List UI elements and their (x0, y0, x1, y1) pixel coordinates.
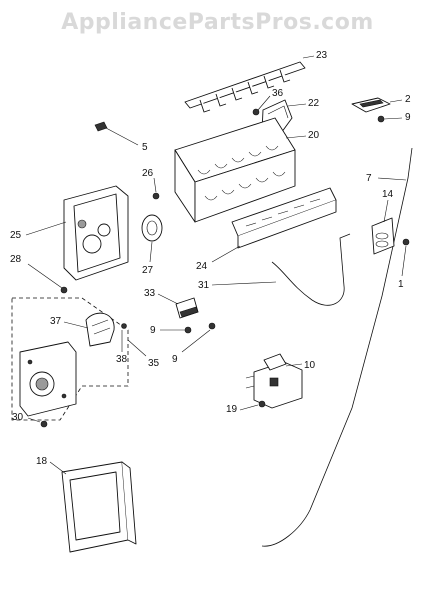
callout-18: 18 (36, 456, 67, 475)
svg-text:37: 37 (50, 316, 62, 327)
callout-27: 27 (142, 241, 154, 276)
svg-text:9: 9 (405, 112, 411, 123)
svg-text:7: 7 (366, 173, 372, 184)
part-5-bracket[interactable] (94, 121, 108, 132)
svg-text:19: 19 (226, 404, 238, 415)
callout-1: 1 (398, 245, 407, 290)
svg-text:31: 31 (198, 280, 210, 291)
callout-33: 33 (144, 288, 179, 305)
callout-14: 14 (382, 189, 394, 223)
part-9-screw-top[interactable] (377, 115, 385, 123)
part-9-screw-left[interactable] (184, 326, 192, 334)
callout-9-right: 9 (172, 329, 211, 365)
svg-text:26: 26 (142, 168, 154, 179)
svg-text:9: 9 (172, 354, 178, 365)
part-28-screw[interactable] (60, 286, 68, 294)
svg-text:30: 30 (12, 412, 24, 423)
svg-text:33: 33 (144, 288, 156, 299)
part-14-clip[interactable] (371, 217, 395, 255)
part-31-shutoff-arm[interactable] (271, 233, 351, 306)
svg-text:9: 9 (150, 325, 156, 336)
callout-5: 5 (105, 127, 148, 153)
svg-text:5: 5 (142, 142, 148, 153)
part-19-screw[interactable] (258, 400, 266, 408)
part-7-wire[interactable] (261, 147, 413, 547)
svg-text:24: 24 (196, 261, 208, 272)
svg-text:36: 36 (272, 88, 284, 99)
part-24-stripper[interactable] (231, 187, 337, 249)
svg-text:38: 38 (116, 354, 128, 365)
callout-24: 24 (196, 245, 241, 272)
callout-37: 37 (50, 316, 89, 329)
callout-35: 35 (127, 339, 160, 369)
part-9-screw-right[interactable] (208, 322, 216, 330)
callout-9-left: 9 (150, 325, 185, 336)
callout-19: 19 (226, 404, 259, 415)
callout-25: 25 (10, 221, 67, 241)
callout-36: 36 (257, 88, 284, 111)
part-36-screw[interactable] (252, 108, 260, 116)
part-23-ejector[interactable] (184, 61, 306, 113)
part-37-motor[interactable] (85, 312, 115, 347)
part-25-housing[interactable] (63, 185, 129, 281)
part-1-screw[interactable] (402, 238, 410, 246)
part-26-screw[interactable] (152, 192, 160, 200)
part-10-switch[interactable] (245, 353, 303, 409)
part-33-bracket[interactable] (175, 297, 199, 319)
part-18-pad[interactable] (61, 461, 137, 553)
callout-10: 10 (285, 360, 316, 371)
dashed-group-outline (11, 297, 129, 421)
callout-30: 30 (12, 412, 41, 423)
svg-text:28: 28 (10, 254, 22, 265)
callout-20: 20 (285, 130, 320, 141)
part-2-clip[interactable] (351, 97, 391, 113)
callout-28: 28 (10, 254, 63, 289)
svg-text:1: 1 (398, 279, 404, 290)
part-27-cap[interactable] (141, 214, 163, 242)
svg-text:20: 20 (308, 130, 320, 141)
svg-text:14: 14 (382, 189, 394, 200)
svg-text:10: 10 (304, 360, 316, 371)
svg-text:27: 27 (142, 265, 154, 276)
svg-text:25: 25 (10, 230, 22, 241)
callout-38: 38 (116, 330, 128, 365)
callout-2: 2 (389, 94, 411, 105)
callout-23: 23 (302, 50, 328, 61)
svg-text:18: 18 (36, 456, 48, 467)
svg-text:22: 22 (308, 98, 320, 109)
svg-text:35: 35 (148, 358, 160, 369)
callout-31: 31 (198, 280, 277, 291)
part-20-ice-mold[interactable] (174, 117, 296, 223)
part-30-screw[interactable] (40, 420, 48, 428)
svg-text:2: 2 (405, 94, 411, 105)
callout-7: 7 (366, 173, 407, 184)
part-38-screw[interactable] (121, 323, 127, 329)
callout-26: 26 (142, 168, 157, 193)
callout-22: 22 (287, 98, 320, 109)
callout-9-top: 9 (383, 112, 411, 123)
svg-text:23: 23 (316, 50, 328, 61)
part-30-mounting-plate[interactable] (19, 341, 77, 417)
watermark-text: AppliancePartsPros.com (61, 10, 374, 35)
